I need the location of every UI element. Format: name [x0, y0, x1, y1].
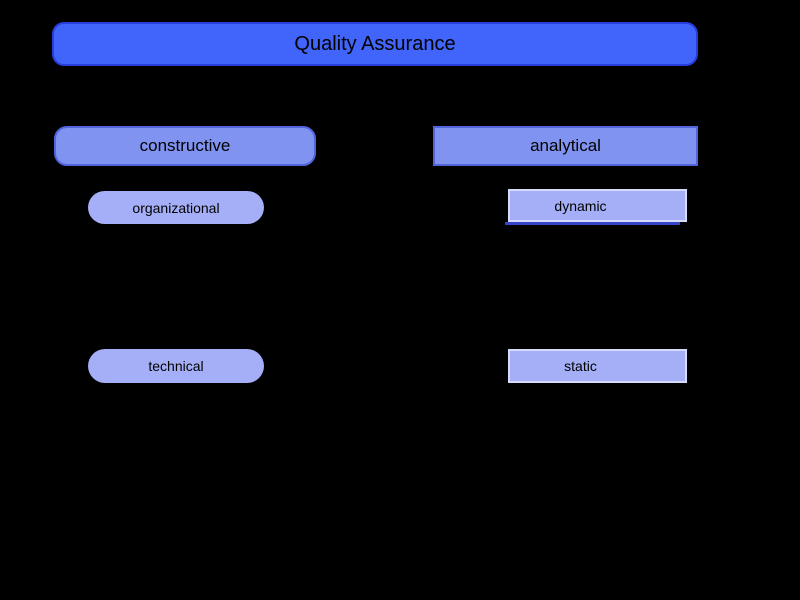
- node-quality-assurance: Quality Assurance: [52, 22, 698, 66]
- node-constructive: constructive: [54, 126, 316, 166]
- stack-shadow: [505, 222, 680, 225]
- node-analytical: analytical: [433, 126, 698, 166]
- node-dynamic: dynamic: [505, 189, 687, 225]
- node-dynamic-label: dynamic: [554, 197, 607, 214]
- node-technical: technical: [88, 349, 264, 383]
- node-static: static: [508, 349, 687, 383]
- node-organizational: organizational: [88, 191, 264, 224]
